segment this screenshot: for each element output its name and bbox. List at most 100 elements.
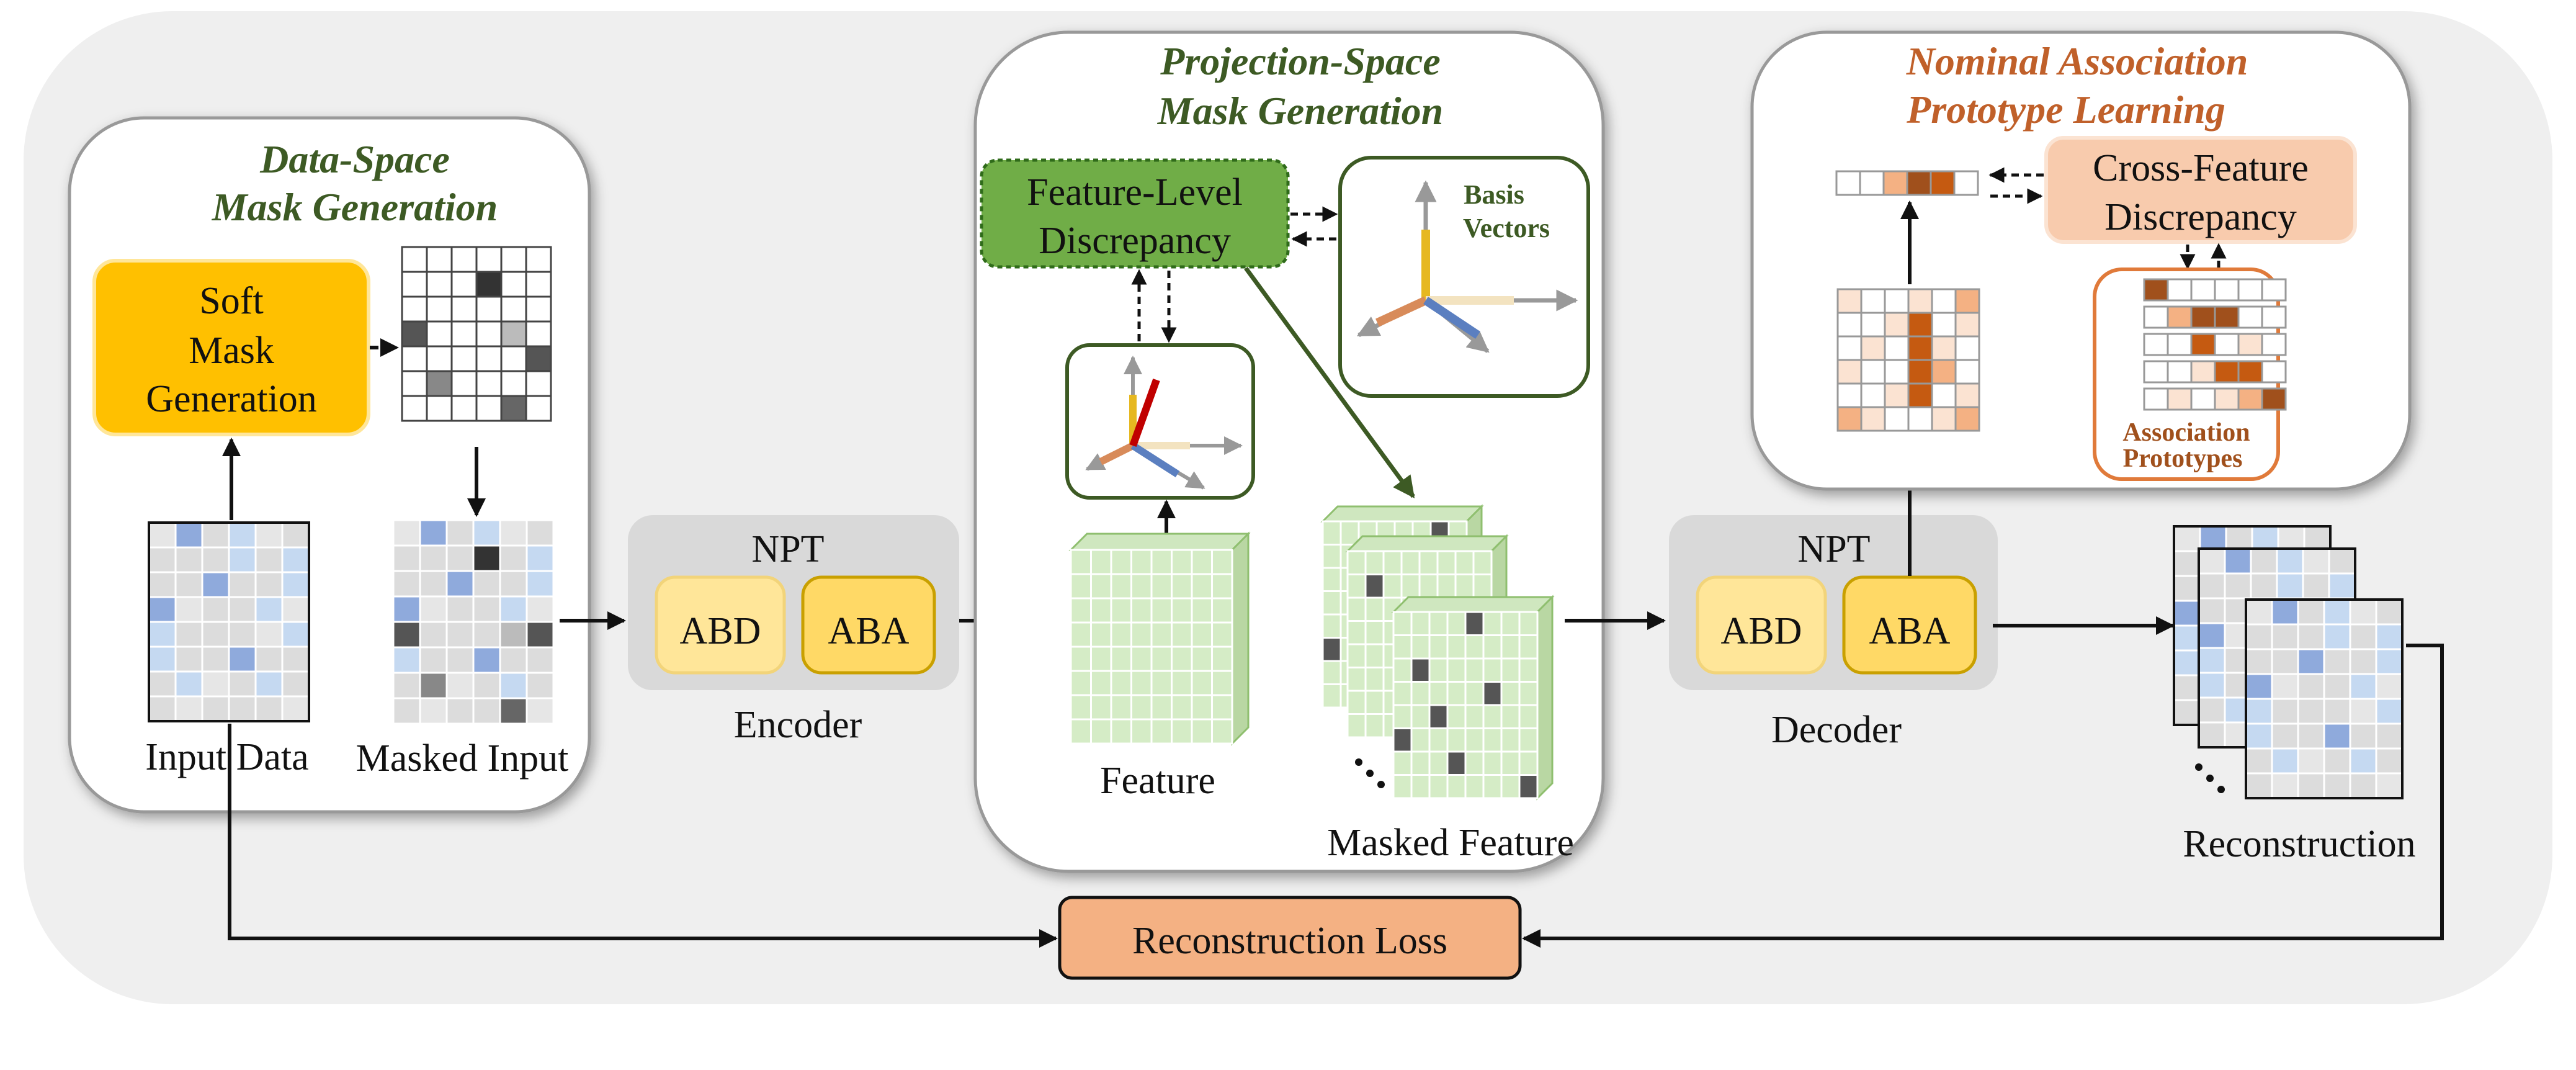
grid-cell [419, 697, 448, 725]
grid-cell [450, 295, 478, 323]
grid-cell [2302, 572, 2330, 600]
grid-cell [254, 670, 284, 698]
grid-cell [1090, 645, 1112, 672]
grid-cell [426, 370, 453, 397]
grid-cell [1211, 718, 1233, 745]
data-space-title-2: Mask Generation [212, 185, 498, 229]
grid-cell [1410, 704, 1431, 729]
grid-cell [2302, 547, 2330, 575]
grid-cell [2349, 648, 2377, 675]
grid-cell [1446, 750, 1467, 776]
grid-cell [450, 345, 478, 372]
grid-cell [254, 521, 284, 549]
grid-cell [1860, 312, 1886, 338]
grid-cell [2323, 598, 2351, 626]
mask-grid [401, 246, 552, 422]
grid-cell [254, 571, 284, 598]
grid-cell [254, 546, 284, 573]
grid-cell [1130, 694, 1153, 721]
grid-cell [500, 295, 527, 323]
grid-cell [174, 596, 203, 623]
prototypes-label-2: Prototypes [2123, 444, 2243, 473]
grid-cell [1518, 774, 1539, 799]
grid-cell [1836, 406, 1863, 432]
grid-cell [1211, 573, 1233, 600]
grid-cell [1931, 406, 1957, 432]
basis-vectors-box: Basis Vectors [1338, 156, 1590, 398]
grid-cell [1322, 637, 1342, 662]
grid-cell [1428, 611, 1449, 636]
grid-cell [1171, 597, 1193, 624]
grid-cell [174, 621, 203, 648]
grid-cell [2375, 772, 2404, 799]
soft-mask-generation-box: Soft Mask Generation [92, 259, 370, 436]
grid-cell [426, 320, 453, 348]
soft-mask-label-2: Mask [189, 330, 274, 372]
grid-cell [1907, 288, 1933, 314]
grid-cell [426, 395, 453, 422]
grid-cell [500, 271, 527, 298]
grid-cell [1130, 549, 1153, 575]
grid-cell [472, 570, 501, 598]
grid-cell [1907, 382, 1933, 408]
grid-cell [1364, 667, 1385, 692]
grid-cell [499, 519, 528, 547]
grid-cell [1191, 670, 1213, 696]
grid-cell [281, 571, 310, 598]
grid-cell [1110, 670, 1132, 696]
grid-cell [1500, 704, 1521, 729]
grid-cell [2224, 572, 2252, 600]
grid-cell [2297, 673, 2325, 700]
masked-input-label: Masked Input [356, 737, 569, 780]
masked-input-grid [392, 519, 555, 725]
grid-cell [2297, 648, 2325, 675]
grid-cell [228, 571, 257, 598]
grid-cell [1954, 312, 1980, 338]
grid-cell [1191, 621, 1213, 648]
projection-axes-box [1065, 343, 1255, 500]
grid-cell [1130, 573, 1153, 600]
grid-cell [2349, 623, 2377, 650]
grid-cell [1346, 596, 1367, 622]
arrow-reconstruction-to-loss [1522, 644, 2444, 948]
grid-cell [1211, 597, 1233, 624]
grid-cell [1931, 359, 1957, 385]
grid-cell [1907, 359, 1933, 385]
grid-cell [445, 697, 475, 725]
grid-cell [445, 519, 475, 547]
grid-cell [2198, 547, 2226, 575]
grid-cell [2328, 547, 2356, 575]
grid-cell [475, 370, 503, 397]
projection-space-panel: Projection-Space Mask Generation Feature… [973, 30, 1605, 873]
grid-cell [1090, 718, 1112, 745]
grid-cell [1518, 750, 1539, 776]
basis-label-1: Basis [1464, 179, 1524, 210]
arrow-input-to-loss [228, 724, 1058, 948]
association-title-1: Nominal Association [1906, 39, 2248, 83]
grid-cell [2297, 698, 2325, 725]
grid-cell [148, 521, 177, 549]
grid-cell [1364, 690, 1385, 715]
encoder-block: NPT ABD ABA Encoder [628, 515, 959, 746]
grid-cell [1518, 727, 1539, 753]
grid-cell [1446, 774, 1467, 799]
grid-cell [1090, 670, 1112, 696]
encoder-abd-box [655, 575, 786, 675]
grid-cell [1518, 634, 1539, 660]
grid-cell [2375, 623, 2404, 650]
grid-cell [1500, 657, 1521, 683]
grid-cell [2245, 648, 2273, 675]
grid-cell [500, 320, 527, 348]
grid-cell [1436, 573, 1457, 599]
grid-cell [148, 645, 177, 673]
grid-cell [2323, 648, 2351, 675]
grid-cell [499, 621, 528, 649]
grid-cell [1472, 573, 1493, 599]
grid-cell [1322, 660, 1342, 685]
grid-cell [445, 672, 475, 699]
grid-cell [2271, 747, 2299, 775]
grid-cell [1907, 312, 1933, 338]
grid-cell [1346, 690, 1367, 715]
grid-cell [2323, 623, 2351, 650]
grid-cell [2198, 572, 2226, 600]
